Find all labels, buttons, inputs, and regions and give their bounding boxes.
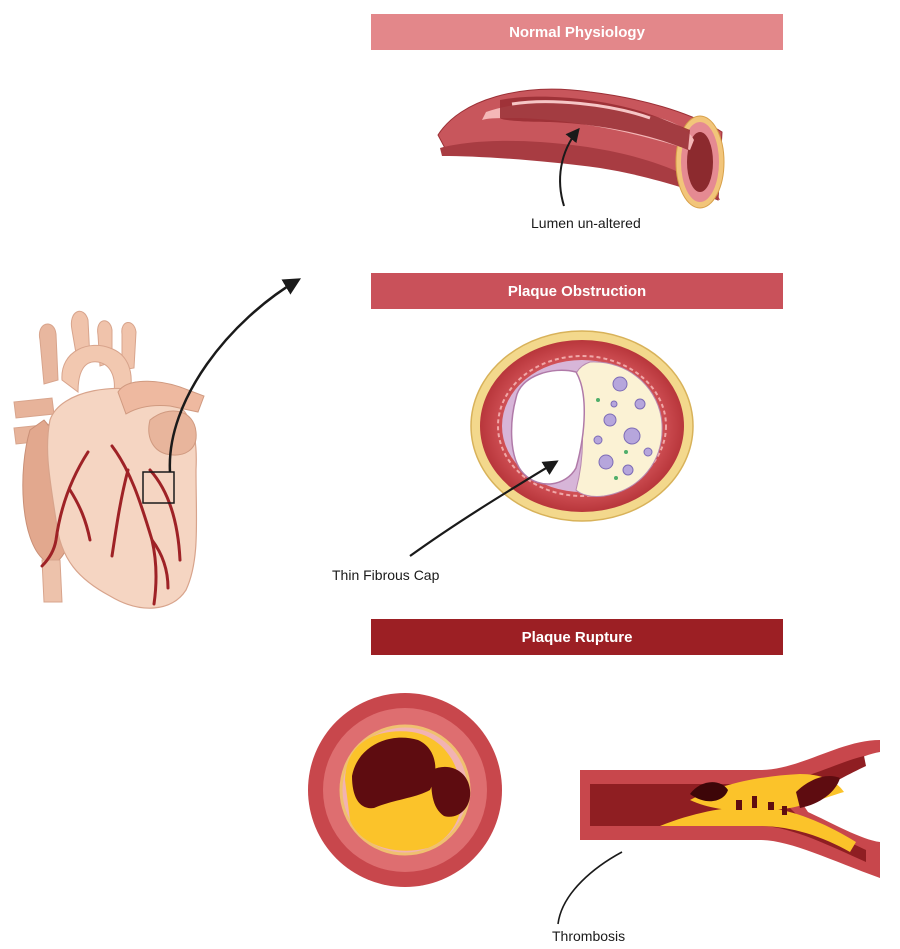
thrombosis-caption: Thrombosis [552, 928, 625, 944]
rupture-cross-section-illustration [308, 693, 502, 887]
thrombosis-pointer-line [558, 852, 622, 924]
rupture-longitudinal-illustration [580, 740, 880, 878]
lumen-caption: Lumen un-altered [531, 215, 641, 231]
heart-illustration [14, 311, 204, 608]
fibrous-cap-caption: Thin Fibrous Cap [332, 567, 439, 583]
normal-vessel-illustration [438, 89, 724, 208]
